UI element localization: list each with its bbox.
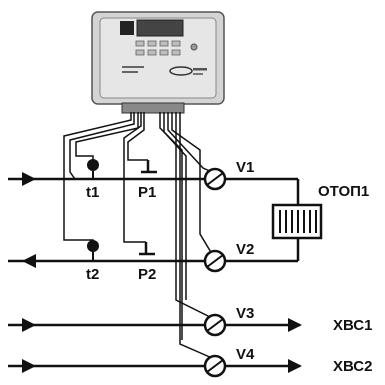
controller-display <box>136 19 184 37</box>
controller-knob <box>190 43 198 51</box>
controller-unit <box>91 11 225 114</box>
pump-v3-icon <box>203 313 227 337</box>
pressure-sensor-p1 <box>141 160 157 174</box>
controller-logo <box>169 66 207 76</box>
pressure-sensor-p2 <box>139 242 155 256</box>
wiring <box>63 112 213 359</box>
label-v4: V4 <box>236 346 255 363</box>
label-heating-circuit: ОТОП1 <box>318 183 370 200</box>
label-t1: t1 <box>86 184 100 201</box>
label-v3: V3 <box>236 305 255 322</box>
label-hws1: ХВС1 <box>333 317 373 334</box>
label-p1: P1 <box>138 184 157 201</box>
label-t2: t2 <box>86 266 100 283</box>
temperature-sensor-t1 <box>87 159 99 179</box>
label-p2: P2 <box>138 266 157 283</box>
pump-v1-icon <box>203 167 227 191</box>
radiator-icon <box>271 203 323 240</box>
temperature-sensor-t2 <box>87 240 99 261</box>
pipes <box>8 177 300 368</box>
flow-arrows <box>22 172 302 373</box>
controller-keypad <box>135 40 181 56</box>
controller-indicator <box>120 21 134 35</box>
terminal-block <box>121 102 185 114</box>
label-v2: V2 <box>236 241 255 258</box>
label-hws2: ХВС2 <box>333 358 373 375</box>
controller-caption <box>122 66 144 73</box>
pump-v4-icon <box>203 354 227 378</box>
label-v1: V1 <box>236 159 255 176</box>
pump-v2-icon <box>203 249 227 273</box>
